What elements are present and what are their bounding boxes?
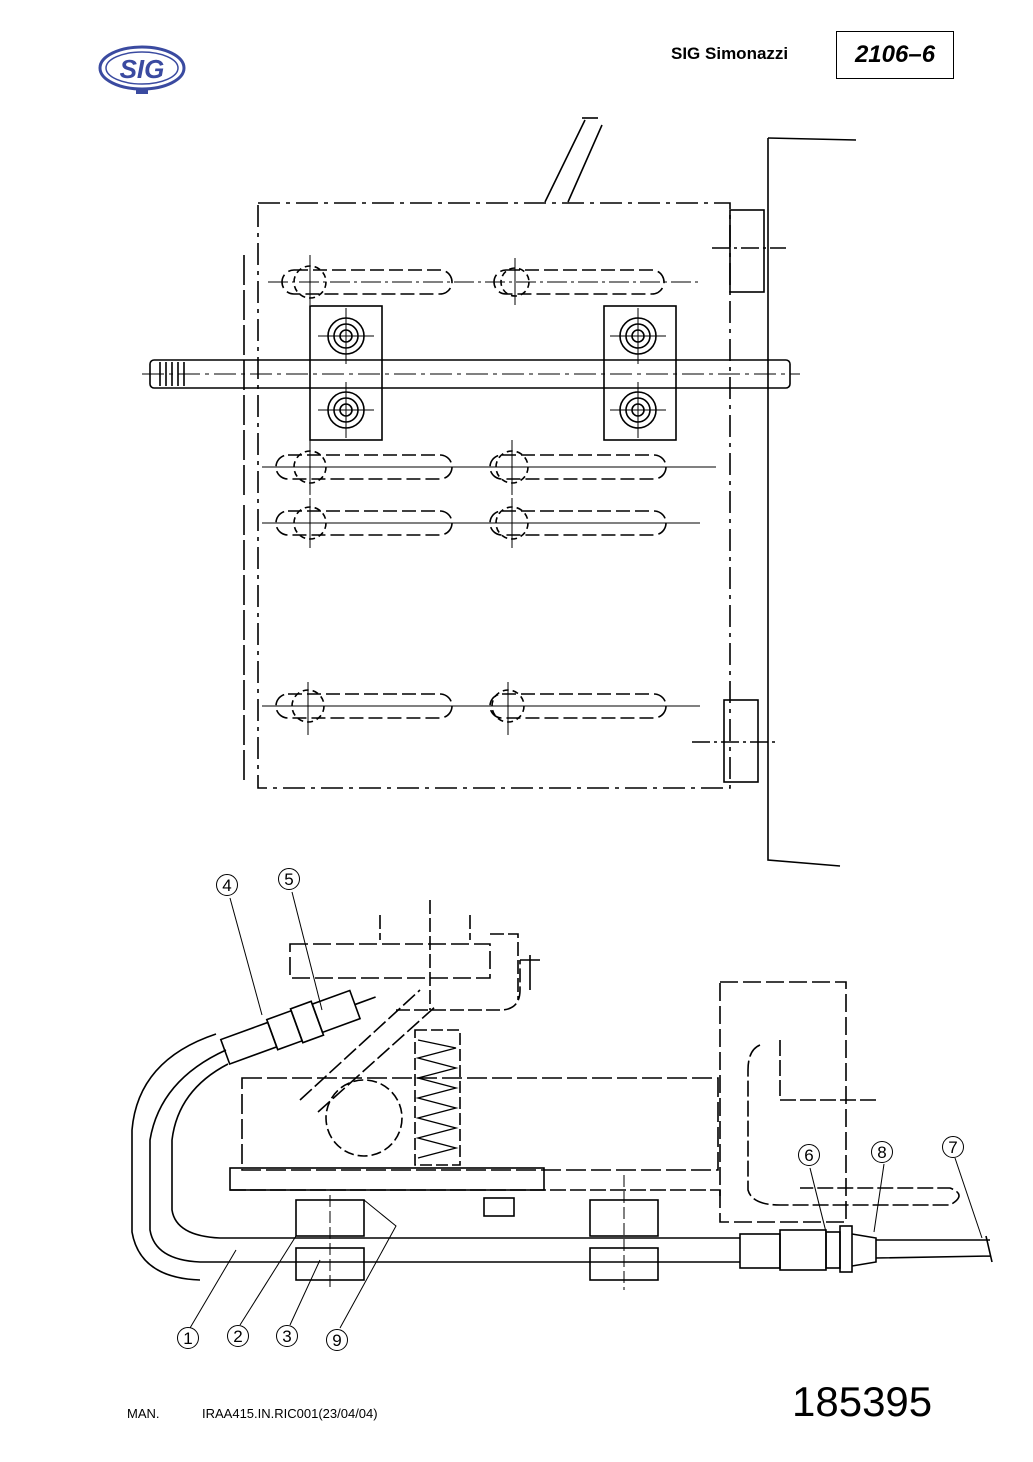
footer-reference: IRAA415.IN.RIC001(23/04/04): [202, 1406, 378, 1421]
doc-code: 2106–6: [836, 31, 954, 79]
side-view: [131, 891, 993, 1329]
callout-1: 1: [177, 1327, 199, 1349]
company-name: SIG Simonazzi: [671, 44, 789, 63]
logo-text: SIG: [120, 54, 165, 84]
sig-logo: SIG: [98, 45, 186, 94]
callout-2: 2: [227, 1325, 249, 1347]
callout-4: 4: [216, 874, 238, 896]
callout-9: 9: [326, 1329, 348, 1351]
callout-3: 3: [276, 1325, 298, 1347]
top-view: [142, 117, 857, 867]
callout-8: 8: [871, 1141, 893, 1163]
callout-6: 6: [798, 1144, 820, 1166]
callout-7: 7: [942, 1136, 964, 1158]
callout-5: 5: [278, 868, 300, 890]
footer-man-label: MAN.: [127, 1406, 160, 1421]
drawing-number: 185395: [792, 1378, 933, 1425]
